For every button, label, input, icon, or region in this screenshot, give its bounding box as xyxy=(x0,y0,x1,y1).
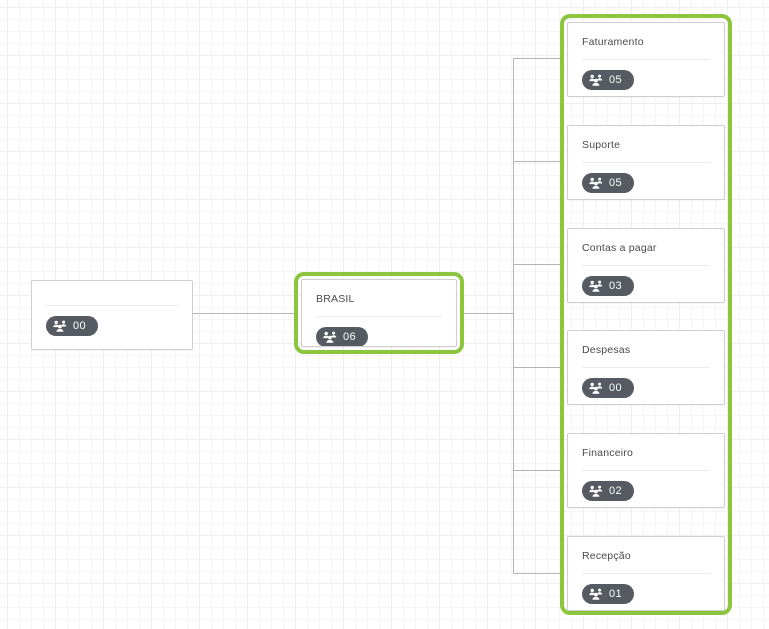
org-node-child-count: 02 xyxy=(609,485,623,497)
org-node-child-footer: 05 xyxy=(568,60,724,91)
org-node-root-title xyxy=(32,281,192,295)
org-node-child-count-badge[interactable]: 02 xyxy=(582,481,635,501)
org-node-child-separator xyxy=(582,265,710,266)
org-node-child-title: Contas a pagar xyxy=(582,242,657,254)
org-node-child[interactable]: Recepção 01 xyxy=(567,536,725,611)
org-node-child-separator xyxy=(582,470,710,471)
people-group-icon xyxy=(589,177,603,189)
people-group-icon xyxy=(589,382,603,394)
connector-branch-0 xyxy=(513,58,561,59)
org-node-child-title: Despesas xyxy=(582,344,631,356)
org-node-child[interactable]: Suporte 05 xyxy=(567,125,725,200)
org-node-child-separator xyxy=(582,367,710,368)
org-node-child[interactable]: Contas a pagar 03 xyxy=(567,228,725,303)
people-group-icon xyxy=(589,485,603,497)
org-node-child-footer: 05 xyxy=(568,163,724,194)
org-node-child-footer: 03 xyxy=(568,266,724,297)
org-node-brasil-separator xyxy=(316,316,442,317)
org-node-child-title: Financeiro xyxy=(582,447,634,459)
connector-trunk xyxy=(513,58,514,573)
org-node-root[interactable]: 00 xyxy=(31,280,193,350)
org-node-child-count-badge[interactable]: 05 xyxy=(582,173,635,193)
org-node-child-count-badge[interactable]: 00 xyxy=(582,378,635,398)
org-node-child-count-badge[interactable]: 01 xyxy=(582,584,635,604)
org-node-child[interactable]: Despesas 00 xyxy=(567,330,725,405)
org-node-root-count: 00 xyxy=(73,320,87,332)
org-node-child-footer: 01 xyxy=(568,574,724,605)
org-node-child-title: Recepção xyxy=(582,550,631,562)
connector-brasil-to-trunk xyxy=(464,313,514,314)
org-node-brasil-count: 06 xyxy=(343,331,357,343)
org-node-child-count: 03 xyxy=(609,280,623,292)
org-node-child[interactable]: Faturamento 05 xyxy=(567,22,725,97)
org-node-child-count-badge[interactable]: 05 xyxy=(582,70,635,90)
org-node-child-footer: 02 xyxy=(568,471,724,502)
org-node-child-count-badge[interactable]: 03 xyxy=(582,276,635,296)
org-node-child-count: 01 xyxy=(609,588,623,600)
org-node-child-count: 05 xyxy=(609,177,623,189)
connector-branch-4 xyxy=(513,470,561,471)
org-node-root-count-badge[interactable]: 00 xyxy=(46,316,99,336)
org-node-brasil-highlight xyxy=(294,272,464,354)
org-node-root-footer: 00 xyxy=(32,306,192,337)
connector-root-to-brasil xyxy=(193,313,294,314)
connector-branch-1 xyxy=(513,161,561,162)
people-group-icon xyxy=(589,74,603,86)
people-group-icon xyxy=(323,331,337,343)
org-node-child-separator xyxy=(582,162,710,163)
org-node-brasil-footer: 06 xyxy=(302,317,456,346)
org-node-child-title: Suporte xyxy=(582,139,621,151)
people-group-icon xyxy=(53,320,67,332)
people-group-icon xyxy=(589,588,603,600)
org-node-brasil-title: BRASIL xyxy=(316,293,355,305)
org-node-child-separator xyxy=(582,59,710,60)
org-node-brasil-count-badge[interactable]: 06 xyxy=(316,327,369,346)
org-node-root-separator xyxy=(46,305,178,306)
org-node-child-footer: 00 xyxy=(568,368,724,399)
people-group-icon xyxy=(589,280,603,292)
org-node-child[interactable]: Financeiro 02 xyxy=(567,433,725,508)
connector-branch-3 xyxy=(513,367,561,368)
org-node-child-separator xyxy=(582,573,710,574)
org-children-highlight xyxy=(560,14,732,615)
org-node-brasil[interactable]: BRASIL 06 xyxy=(301,279,457,347)
org-node-child-count: 05 xyxy=(609,74,623,86)
connector-branch-5 xyxy=(513,573,561,574)
org-node-child-title: Faturamento xyxy=(582,36,644,48)
connector-branch-2 xyxy=(513,264,561,265)
org-node-child-count: 00 xyxy=(609,382,623,394)
